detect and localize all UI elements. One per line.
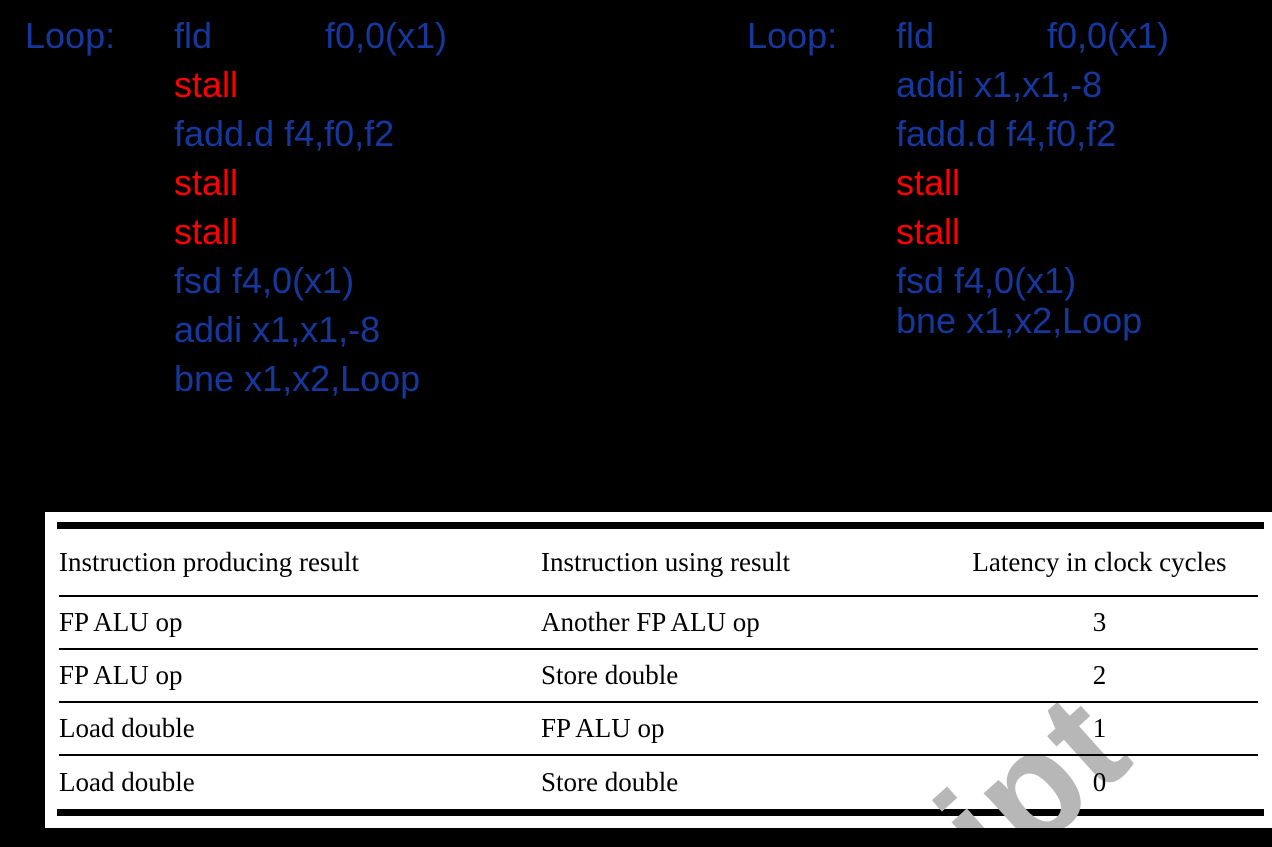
table-row: Load double FP ALU op 1 [59, 703, 1258, 756]
code-mnemonic: fld [896, 15, 935, 56]
code-line: addi x1,x1,-8 [174, 309, 381, 350]
code-block-right: Loop: fld f0,0(x1) addi x1,x1,-8 fadd.d f4… [747, 11, 1169, 345]
code-line: fadd.d f4,f0,f2 [174, 113, 395, 154]
cell-producing: FP ALU op [59, 607, 183, 637]
table-row: FP ALU op Another FP ALU op 3 [59, 597, 1258, 650]
code-line: bne x1,x2,Loop [174, 358, 421, 399]
code-line: fsd f4,0(x1) [174, 260, 355, 301]
cell-latency: 3 [1092, 607, 1107, 637]
code-line: fsd f4,0(x1) [896, 260, 1077, 301]
cell-producing: FP ALU op [59, 660, 183, 690]
code-block-left: Loop: fld f0,0(x1) stall fadd.d f4,f0,f2 s… [25, 11, 447, 403]
code-operand: f0,0(x1) [1047, 15, 1170, 56]
cell-using: FP ALU op [541, 713, 665, 743]
code-line-stall: stall [896, 211, 961, 252]
cell-producing: Load double [59, 713, 195, 743]
code-line-stall: stall [896, 162, 961, 203]
table-rule-top [57, 522, 1264, 529]
loop-label: Loop: [747, 15, 838, 56]
code-line: addi x1,x1,-8 [896, 64, 1103, 105]
loop-label: Loop: [25, 15, 116, 56]
column-header-latency: Latency in clock cycles [972, 546, 1227, 577]
table-rule-bottom [57, 809, 1264, 816]
column-header-using: Instruction using result [541, 546, 790, 577]
table-row: Load double Store double 0 [59, 756, 1258, 809]
code-line-stall: stall [174, 162, 239, 203]
code-line-stall: stall [174, 211, 239, 252]
code-line-stall: stall [174, 64, 239, 105]
latency-table: ipt Instruction producing result Instruc… [45, 512, 1272, 828]
cell-using: Store double [541, 767, 679, 797]
cell-using: Another FP ALU op [541, 607, 760, 637]
code-line: Loop: fld f0,0(x1) [25, 11, 447, 60]
code-line: Loop: fld f0,0(x1) [747, 11, 1169, 60]
table-row: FP ALU op Store double 2 [59, 650, 1258, 703]
cell-latency: 1 [1092, 713, 1107, 743]
cell-producing: Load double [59, 767, 195, 797]
code-operand: f0,0(x1) [325, 15, 448, 56]
table-header-row: Instruction producing result Instruction… [59, 529, 1258, 597]
cell-latency: 0 [1092, 767, 1107, 797]
cell-using: Store double [541, 660, 679, 690]
cell-latency: 2 [1092, 660, 1107, 690]
table-rows: Instruction producing result Instruction… [45, 529, 1272, 809]
code-mnemonic: fld [174, 15, 213, 56]
code-line: bne x1,x2,Loop [896, 300, 1143, 341]
column-header-producing: Instruction producing result [59, 546, 359, 577]
code-line: fadd.d f4,f0,f2 [896, 113, 1117, 154]
